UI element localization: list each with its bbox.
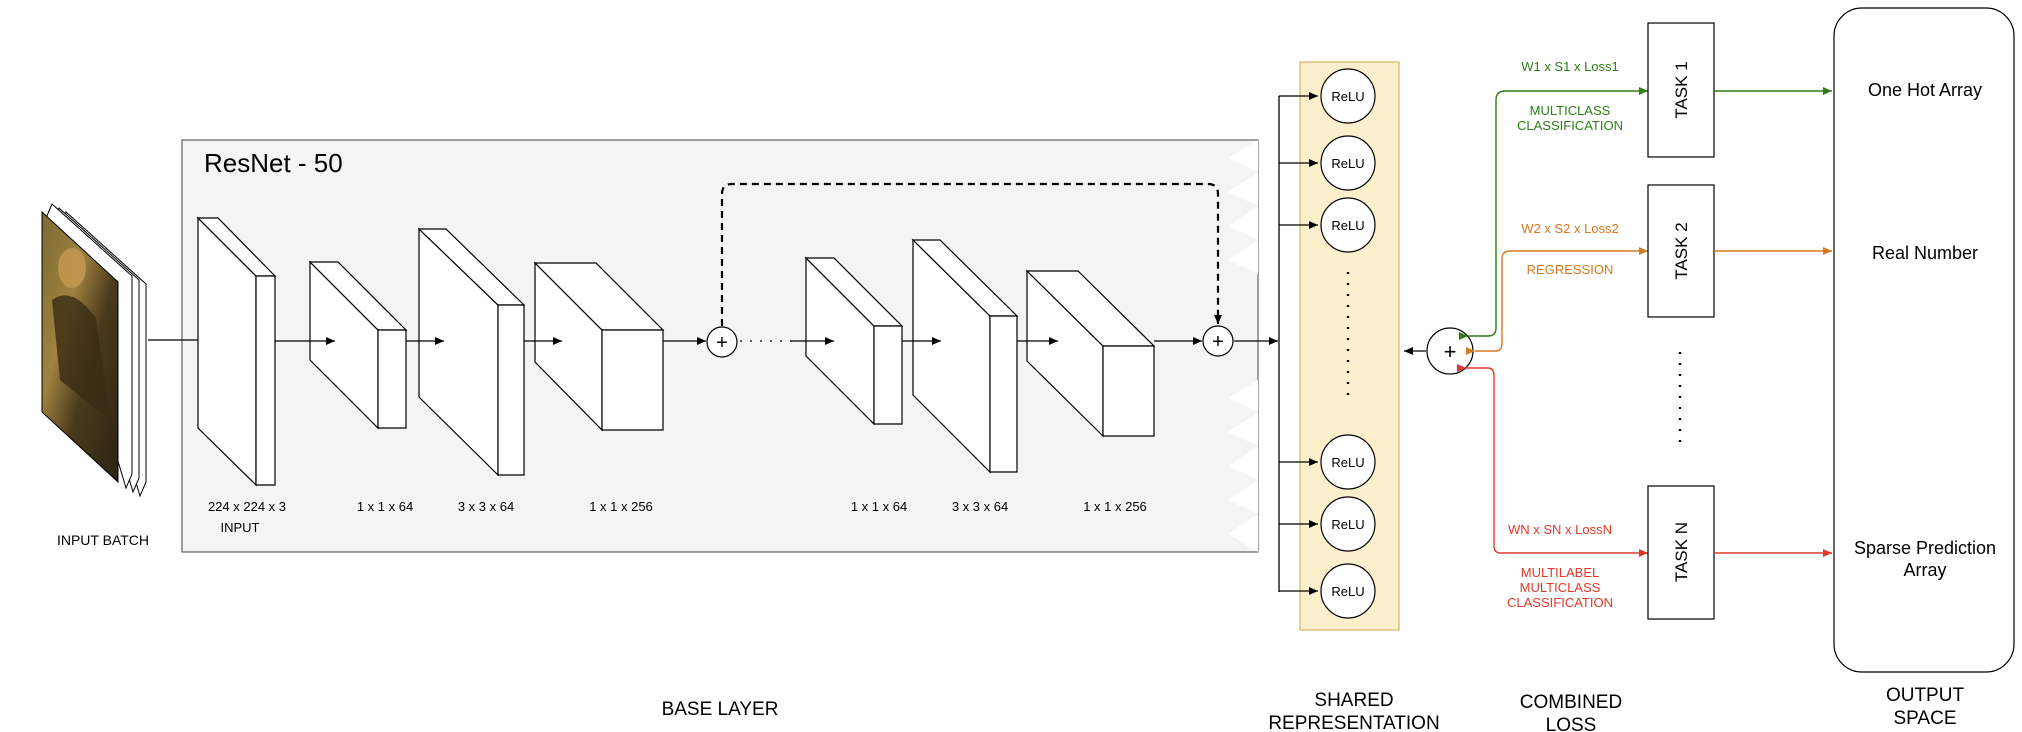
input-block: [196, 216, 277, 487]
task2-loss-connector: [1466, 247, 1648, 355]
relu-node-6: ReLU: [1320, 563, 1376, 619]
svg-text:ReLU: ReLU: [1331, 455, 1364, 470]
conv-block-4: [804, 256, 904, 426]
relu-node-1: ReLU: [1320, 68, 1376, 124]
svg-text:ReLU: ReLU: [1331, 517, 1364, 532]
block-dims-label: 1 x 1 x 256: [589, 499, 653, 514]
block-dims-label: 1 x 1 x 256: [1083, 499, 1147, 514]
svg-text:TASK 2: TASK 2: [1672, 222, 1691, 279]
relu-bracket: [1278, 92, 1350, 595]
task-box-2: TASK 2: [1647, 184, 1715, 318]
task-box-n: TASK N: [1647, 485, 1715, 620]
output-label-sparse: Sparse Prediction: [1854, 538, 1996, 558]
section-output-space: SPACE: [1893, 708, 1956, 729]
loss-weight-label: W1 x S1 x Loss1: [1521, 59, 1619, 74]
svg-text:TASK 1: TASK 1: [1672, 61, 1691, 118]
conv-blocks: [196, 216, 1156, 487]
section-shared-representation: REPRESENTATION: [1268, 713, 1439, 732]
input-batch-image: [41, 203, 147, 498]
output-label-one-hot: One Hot Array: [1868, 80, 1982, 100]
output-label-real-number: Real Number: [1872, 243, 1978, 263]
block-dims-label: 1 x 1 x 64: [357, 499, 413, 514]
loss-type-label: REGRESSION: [1527, 262, 1614, 277]
section-combined-loss: COMBINED: [1520, 692, 1622, 713]
section-combined-loss: LOSS: [1546, 715, 1597, 732]
loss-type-label: MULTICLASS: [1530, 103, 1611, 118]
loss-type-label: MULTILABEL: [1521, 565, 1600, 580]
output-space-box: [1833, 7, 2015, 673]
loss-type-label: CLASSIFICATION: [1507, 595, 1613, 610]
svg-text:+: +: [1212, 331, 1224, 353]
input-label: INPUT: [221, 520, 260, 535]
conv-block-5: [911, 238, 1019, 474]
block-dims-label: 1 x 1 x 64: [851, 499, 907, 514]
svg-text:+: +: [1444, 339, 1457, 364]
skip-connection: [720, 182, 1222, 326]
conv-block-2: [417, 227, 526, 477]
svg-text:+: +: [716, 332, 728, 354]
conv-block-3: [533, 261, 665, 432]
section-base-layer: BASE LAYER: [662, 699, 779, 720]
plus-node-2: +: [1202, 325, 1234, 357]
plus-node-1: +: [706, 326, 738, 358]
section-output-space: OUTPUT: [1886, 685, 1965, 706]
loss-type-label: MULTICLASS: [1520, 580, 1601, 595]
block-dims-label: 3 x 3 x 64: [458, 499, 514, 514]
block-dims-label: 3 x 3 x 64: [952, 499, 1008, 514]
resnet-title: ResNet - 50: [204, 148, 343, 178]
relu-node-3: ReLU: [1320, 197, 1376, 253]
task-box-1: TASK 1: [1647, 22, 1715, 158]
input-dims-label: 224 x 224 x 3: [208, 499, 286, 514]
svg-text:ReLU: ReLU: [1331, 89, 1364, 104]
svg-text:ReLU: ReLU: [1331, 584, 1364, 599]
relu-node-2: ReLU: [1320, 135, 1376, 191]
svg-text:ReLU: ReLU: [1331, 218, 1364, 233]
combined-loss-plus-node: +: [1426, 327, 1474, 375]
output-label-sparse: Array: [1903, 560, 1946, 580]
loss-type-label: CLASSIFICATION: [1517, 118, 1623, 133]
section-shared-representation: SHARED: [1314, 690, 1393, 711]
input-batch-label: INPUT BATCH: [57, 532, 149, 548]
relu-node-5: ReLU: [1320, 496, 1376, 552]
loss-weight-label: WN x SN x LossN: [1508, 522, 1612, 537]
loss-weight-label: W2 x S2 x Loss2: [1521, 221, 1619, 236]
relu-node-4: ReLU: [1320, 434, 1376, 490]
conv-block-6: [1025, 269, 1156, 438]
svg-text:TASK N: TASK N: [1672, 522, 1691, 582]
taskn-loss-connector: [1457, 364, 1648, 557]
conv-block-1: [308, 260, 408, 430]
svg-text:ReLU: ReLU: [1331, 156, 1364, 171]
